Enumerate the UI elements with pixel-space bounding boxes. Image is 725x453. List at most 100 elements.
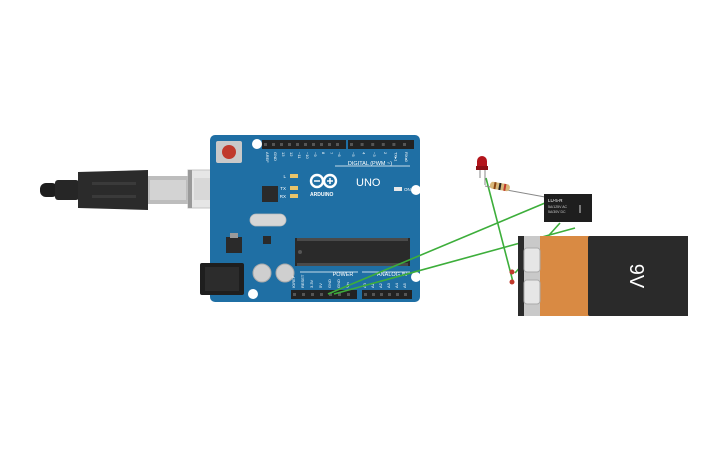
power-jack[interactable] — [200, 263, 244, 295]
pin-label: 4 — [362, 152, 367, 155]
mounting-hole — [252, 139, 262, 149]
pin-label: A2 — [378, 282, 383, 288]
pin-label: 13 — [281, 152, 286, 157]
relay[interactable]: LU-5-R 5A/125V AC 5A/30V DC — [544, 194, 592, 222]
red-led[interactable] — [476, 156, 488, 185]
pin-label: RESET — [300, 274, 305, 288]
relay-model-label: LU-5-R — [548, 198, 563, 203]
pin-label: 7 — [329, 152, 334, 155]
pin-label: 2 — [383, 152, 388, 155]
battery-pin[interactable] — [509, 269, 515, 275]
pin-label: A3 — [386, 282, 391, 288]
battery-pin[interactable] — [509, 279, 515, 285]
capacitor — [275, 263, 295, 283]
pin-label: TX▸1 — [393, 152, 398, 162]
digital-header-label: DIGITAL (PWM ~) — [348, 161, 392, 167]
pin-label: 3.3V — [309, 279, 314, 288]
pin-hole[interactable] — [371, 143, 375, 146]
reset-button[interactable] — [216, 141, 242, 163]
usb-port — [188, 170, 192, 208]
mounting-hole — [248, 289, 258, 299]
usb-chip — [262, 186, 278, 202]
pin-hole[interactable] — [396, 293, 399, 296]
resistor[interactable] — [484, 181, 546, 198]
pin-hole[interactable] — [403, 143, 406, 146]
model-label: UNO — [356, 177, 381, 189]
pin-label: ~3 — [372, 152, 377, 157]
pin-label: ~9 — [313, 152, 318, 157]
atmega-chip — [295, 238, 410, 266]
pin-label: 5V — [318, 283, 323, 288]
pin-hole[interactable] — [328, 143, 331, 146]
pin-label: RX◂0 — [404, 152, 409, 163]
pin-label: GND — [327, 279, 332, 288]
pin-hole[interactable] — [312, 143, 315, 146]
brand-label: ARDUINO — [310, 192, 333, 198]
pin-hole[interactable] — [320, 293, 323, 296]
led-tx — [290, 186, 298, 190]
pin-hole[interactable] — [304, 143, 307, 146]
digital-pin-holes — [264, 143, 406, 146]
pin-label: A4 — [394, 282, 399, 288]
small-component — [263, 236, 271, 244]
pin-hole[interactable] — [329, 293, 332, 296]
pin-hole[interactable] — [338, 293, 341, 296]
analog-label: ANALOG IN — [377, 272, 407, 278]
pin-label: ~6 — [337, 152, 342, 157]
relay-rating-line1: 5A/125V AC — [548, 205, 568, 209]
wire-5v-to-relay[interactable] — [327, 202, 546, 295]
pin-label: 12 — [289, 152, 294, 157]
led-rx-label: RX — [280, 194, 286, 199]
pin-hole[interactable] — [302, 293, 305, 296]
battery-9v[interactable]: 9V — [509, 236, 689, 316]
pin-hole[interactable] — [296, 143, 299, 146]
pin-label: ~5 — [351, 152, 356, 157]
battery-terminal-positive[interactable] — [523, 247, 541, 273]
pin-hole[interactable] — [380, 293, 383, 296]
mounting-hole — [411, 272, 421, 282]
pin-hole[interactable] — [392, 143, 396, 146]
pin-hole[interactable] — [293, 293, 296, 296]
pin-hole[interactable] — [364, 293, 367, 296]
pin-hole[interactable] — [350, 143, 353, 146]
battery-voltage-label: 9V — [625, 264, 647, 289]
capacitor — [252, 263, 272, 283]
mounting-hole — [411, 185, 421, 195]
power-label: POWER — [333, 272, 354, 278]
pin-label: GND — [336, 279, 341, 288]
pin-label: IOREF — [291, 275, 296, 288]
on-label: ON — [404, 187, 411, 192]
led-rx — [290, 194, 298, 198]
led-l-label: L — [283, 174, 286, 179]
power-header[interactable] — [291, 290, 357, 299]
pin-hole[interactable] — [347, 293, 350, 296]
pin-hole[interactable] — [320, 143, 323, 146]
relay-rating-line2: 5A/30V DC — [548, 210, 566, 214]
pin-hole[interactable] — [288, 143, 291, 146]
analog-header[interactable] — [362, 290, 412, 299]
pin-hole[interactable] — [336, 143, 339, 146]
crystal — [249, 213, 287, 227]
bottom-pin-holes — [293, 293, 407, 296]
pin-label: A5 — [402, 282, 407, 288]
pin-hole[interactable] — [311, 293, 314, 296]
pin-hole[interactable] — [372, 293, 375, 296]
arduino-logo — [309, 173, 338, 189]
pin-label: GND — [273, 152, 278, 161]
led-tx-label: TX — [280, 186, 286, 191]
pin-hole[interactable] — [360, 143, 364, 146]
battery-terminal-negative[interactable] — [523, 279, 541, 305]
pin-hole[interactable] — [381, 143, 385, 146]
pin-label: A1 — [370, 282, 375, 288]
pin-hole[interactable] — [264, 143, 267, 146]
pin-hole[interactable] — [272, 143, 275, 146]
pin-hole[interactable] — [404, 293, 407, 296]
wire-led-to-battery[interactable] — [485, 177, 514, 283]
pin-hole[interactable] — [280, 143, 283, 146]
led-l — [290, 174, 298, 178]
pin-label: 8 — [321, 152, 326, 155]
pin-hole[interactable] — [388, 293, 391, 296]
